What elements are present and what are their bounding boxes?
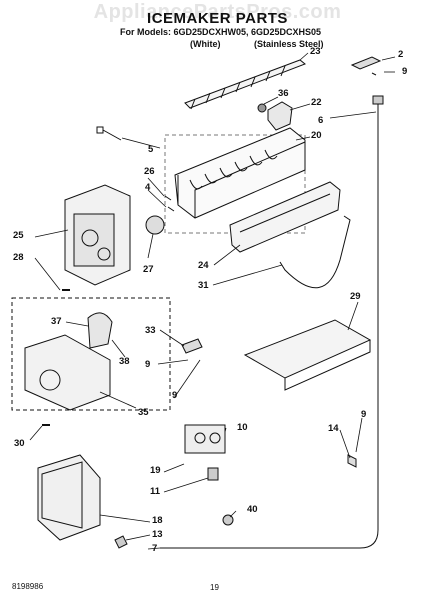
front-cover: [229, 181, 341, 253]
page-number: 19: [210, 583, 219, 592]
watermark: AppliancePartsPros.com: [93, 1, 342, 23]
callout-22: 22: [311, 97, 322, 108]
callout-37: 37: [51, 316, 62, 327]
bracket-plate-edge: [284, 340, 371, 391]
part-22: [267, 101, 293, 131]
callout-9-b: 9: [145, 359, 151, 370]
callout-23: 23: [310, 46, 321, 57]
callout-26: 26: [144, 166, 155, 177]
part-40: [222, 514, 234, 526]
motor-group-box: [11, 297, 171, 411]
callout-25: 25: [13, 230, 24, 241]
variant-stainless: (Stainless Steel): [254, 39, 324, 49]
callout-38: 38: [119, 356, 130, 367]
bracket-plate: [243, 319, 372, 379]
page-title: ICEMAKER PARTS: [147, 10, 288, 27]
motor: [87, 312, 113, 349]
screw-9a: [371, 72, 377, 76]
fill-tube: [160, 100, 379, 549]
water-valve: [184, 424, 226, 454]
callout-19: 19: [150, 465, 161, 476]
callout-36: 36: [278, 88, 289, 99]
shutoff-arm: [279, 215, 351, 289]
callout-18: 18: [152, 515, 163, 526]
gear: [39, 369, 61, 391]
callout-20: 20: [311, 130, 322, 141]
callout-30: 30: [14, 438, 25, 449]
callout-9-d: 9: [361, 409, 367, 420]
callout-7: 7: [152, 543, 158, 554]
callout-14: 14: [328, 423, 339, 434]
callout-31: 31: [198, 280, 209, 291]
variant-white: (White): [190, 39, 221, 49]
callout-33: 33: [145, 325, 156, 336]
callout-6: 6: [318, 115, 324, 126]
callout-10: 10: [237, 422, 248, 433]
callout-11: 11: [150, 486, 161, 497]
callout-9: 9: [402, 66, 408, 77]
callout-2: 2: [398, 49, 404, 60]
thermostat: [145, 215, 165, 235]
callout-4: 4: [145, 182, 151, 193]
doc-number: 8198986: [12, 582, 44, 591]
tube-cap: [372, 95, 384, 105]
models-line: For Models: 6GD25DCXHW05, 6GD25DCXHS05: [120, 27, 322, 37]
icemaker-mold: [174, 127, 306, 219]
callout-35: 35: [138, 407, 149, 418]
callout-40: 40: [247, 504, 258, 515]
part-11: [207, 467, 219, 481]
part-36: [257, 103, 267, 113]
callout-13: 13: [152, 529, 163, 540]
screw-5: [96, 126, 122, 141]
module-base: [24, 334, 111, 411]
callout-9-c: 9: [172, 390, 178, 401]
part-33: [181, 338, 203, 354]
ejector-blade: [184, 59, 306, 110]
module-housing: [64, 184, 131, 286]
leader-lines: [29, 52, 396, 550]
callout-29: 29: [350, 291, 361, 302]
callout-5: 5: [148, 144, 154, 155]
callout-27: 27: [143, 264, 154, 275]
clip-part: [350, 56, 382, 70]
part-13: [114, 535, 128, 549]
housing-cover: [37, 454, 101, 541]
front-cover-edge: [239, 193, 331, 233]
callout-28: 28: [13, 252, 24, 263]
small-screws: [164, 195, 175, 212]
callout-24: 24: [198, 260, 209, 271]
